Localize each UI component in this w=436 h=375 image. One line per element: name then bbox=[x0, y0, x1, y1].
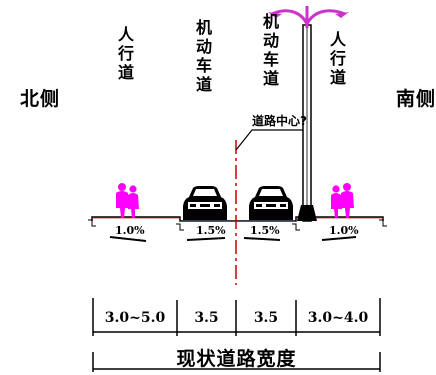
south-side-label: 南侧 bbox=[396, 88, 436, 110]
pedestrians-right bbox=[331, 183, 354, 218]
width-label-sidewalk-south: 3.0~4.0 bbox=[307, 310, 369, 326]
total-width-label: 现状道路宽度 bbox=[176, 348, 297, 370]
centerline-leader bbox=[235, 129, 305, 151]
slope-arrow-4 bbox=[321, 236, 357, 241]
curb-hook-mid-right bbox=[292, 223, 300, 231]
centerline-label: 道路中心? bbox=[252, 114, 307, 128]
slope-arrow-3 bbox=[243, 237, 281, 241]
car-left bbox=[183, 186, 227, 220]
curb-hook-right bbox=[379, 219, 387, 227]
lane-label-vehicle-south: 机动车道 bbox=[262, 12, 279, 88]
slope-label-3: 1.5% bbox=[250, 224, 280, 237]
slope-label-1: 1.0% bbox=[115, 224, 145, 237]
width-label-vehicle-north: 3.5 bbox=[194, 310, 219, 326]
lane-label-vehicle-north: 机动车道 bbox=[195, 18, 212, 94]
north-side-label: 北侧 bbox=[20, 88, 61, 110]
width-label-vehicle-south: 3.5 bbox=[253, 310, 279, 326]
width-label-sidewalk-north: 3.0~5.0 bbox=[104, 310, 166, 326]
curb-hook-left bbox=[88, 219, 96, 227]
car-right bbox=[249, 186, 293, 220]
slope-label-2: 1.5% bbox=[196, 224, 226, 237]
lane-label-sidewalk-north: 人行道 bbox=[117, 25, 134, 82]
slope-arrow-2 bbox=[186, 237, 226, 241]
curb-hook-mid-left bbox=[176, 223, 184, 231]
dimension-lines bbox=[92, 298, 381, 372]
street-lamp bbox=[268, 6, 349, 222]
slope-arrow-1 bbox=[109, 236, 147, 242]
slope-label-4: 1.0% bbox=[329, 224, 359, 237]
lane-label-sidewalk-south: 人行道 bbox=[329, 30, 346, 87]
pedestrians-left bbox=[116, 183, 139, 218]
